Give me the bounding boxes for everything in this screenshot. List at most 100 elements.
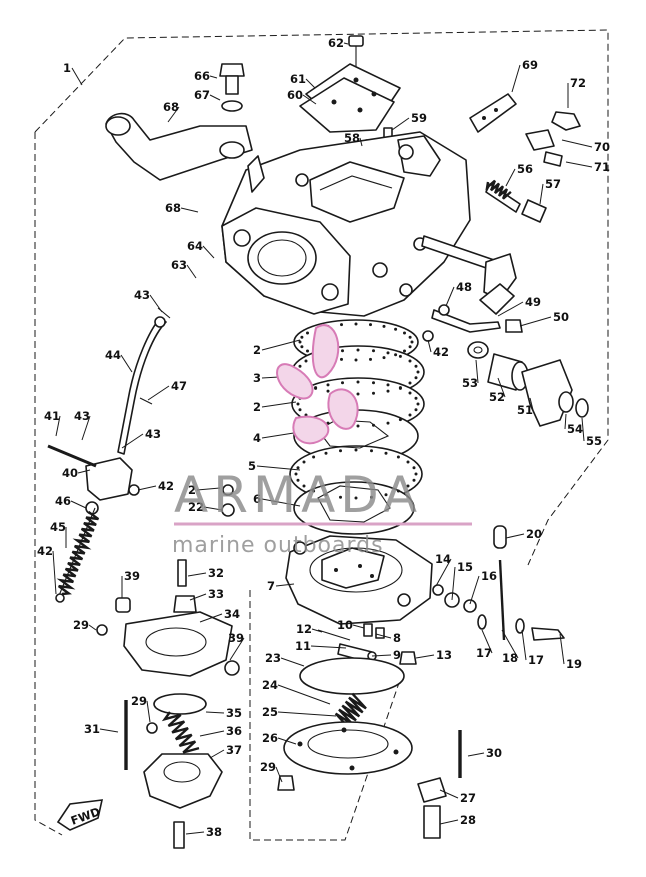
spring-56 (485, 179, 512, 200)
forward-badge: FWD (56, 799, 104, 831)
leader-c61 (305, 78, 316, 89)
assembly-boundary-lower (34, 132, 63, 836)
leader-c31 (99, 728, 119, 733)
leader-c2c (196, 487, 221, 491)
flange-bolt-hole-b (321, 283, 339, 301)
callout-c24: 24 (262, 678, 278, 692)
leader-c33 (189, 593, 207, 601)
callout-c42b: 42 (158, 479, 174, 493)
top-cover-group (299, 35, 401, 151)
leader-c24 (277, 684, 331, 705)
leader-c11 (310, 645, 347, 649)
diaphragm-23 (299, 657, 405, 695)
leader-c68b (180, 207, 199, 213)
callout-c54: 54 (567, 422, 583, 436)
callout-c19: 19 (566, 657, 582, 671)
leader-c2a (261, 339, 301, 351)
spring-45 (56, 510, 100, 596)
leader-c49 (497, 301, 524, 317)
leader-c17a (481, 629, 493, 654)
callout-c11: 11 (295, 639, 311, 653)
pin-48 (438, 304, 450, 316)
watermark-subtitle: marine outboards (172, 533, 384, 558)
leader-c47 (147, 385, 170, 401)
leader-c20 (505, 533, 525, 539)
callout-c59: 59 (411, 111, 427, 125)
leader-c42b (137, 485, 157, 491)
leader-c15 (451, 566, 456, 601)
bushing-39b (224, 660, 240, 676)
leader-c2b (261, 401, 297, 408)
watermark-title: ARMADA (174, 466, 422, 524)
callout-c44: 44 (105, 348, 121, 362)
callout-c60: 60 (287, 88, 303, 102)
callout-c34: 34 (224, 607, 240, 621)
leader-c44 (120, 354, 133, 373)
link-49 (431, 309, 501, 333)
leader-c39b (229, 637, 245, 661)
screw-57-head (521, 199, 547, 223)
callout-c16: 16 (481, 569, 497, 583)
screw-13 (399, 651, 417, 665)
leader-c50 (519, 316, 552, 327)
callout-c42c: 42 (37, 544, 53, 558)
callout-c68b: 68 (165, 201, 181, 215)
callout-c46: 46 (55, 494, 71, 508)
callout-labels: 1626667616068697258597071565768646343484… (37, 36, 610, 839)
leader-c48 (445, 286, 455, 307)
body-boss (295, 173, 309, 187)
callout-c33: 33 (208, 587, 224, 601)
callout-c8: 8 (393, 631, 401, 645)
leader-c26 (277, 737, 297, 745)
callout-c13: 13 (436, 648, 452, 662)
callout-c41: 41 (44, 409, 60, 423)
callout-c58: 58 (344, 131, 360, 145)
right-shaft-group (422, 330, 589, 427)
leader-c46 (70, 500, 87, 509)
leader-c7 (275, 583, 295, 587)
pump-body-group (285, 535, 433, 625)
leader-c34 (199, 613, 223, 623)
leader-c60 (302, 94, 317, 105)
callout-c9: 9 (393, 648, 401, 662)
callout-c37: 37 (226, 743, 242, 757)
leader-c71 (565, 161, 593, 168)
leader-c59 (391, 117, 410, 131)
elbow-opening (105, 116, 131, 136)
callout-c53: 53 (462, 376, 478, 390)
callout-c47: 47 (171, 379, 187, 393)
callout-c3: 3 (253, 371, 261, 385)
leader-c6 (261, 498, 301, 507)
gasket-2c (222, 484, 234, 496)
leader-c35 (205, 711, 225, 714)
washer-42b (55, 593, 65, 603)
spring-14 (432, 584, 444, 596)
screw-32 (177, 559, 187, 587)
callout-c4: 4 (253, 431, 261, 445)
callout-c42a: 42 (433, 345, 449, 359)
callout-c29c: 29 (260, 760, 276, 774)
pump-housing-34 (123, 611, 233, 677)
needle-valve-group (432, 525, 565, 641)
callout-c71: 71 (594, 160, 610, 174)
leader-c19 (559, 633, 565, 665)
leader-c70 (561, 139, 593, 148)
o-ring-16 (463, 599, 477, 613)
leader-c54 (564, 413, 567, 430)
callout-c62: 62 (328, 36, 344, 50)
nut-29b (146, 722, 158, 734)
leader-c37 (209, 749, 225, 759)
shaft-51 (521, 359, 573, 427)
clip-17a (477, 614, 487, 630)
leader-c67 (209, 94, 221, 101)
leader-c36 (199, 730, 225, 737)
leader-c5 (256, 465, 301, 471)
leader-c56 (505, 168, 516, 187)
leader-c18 (501, 629, 519, 659)
callout-c56: 56 (517, 162, 533, 176)
callout-c28: 28 (460, 813, 476, 827)
leader-c30 (467, 752, 485, 757)
armada-watermark: ARMADA marine outboards (172, 324, 472, 558)
link-rod-44 (117, 317, 167, 455)
leader-c43b (81, 415, 91, 441)
